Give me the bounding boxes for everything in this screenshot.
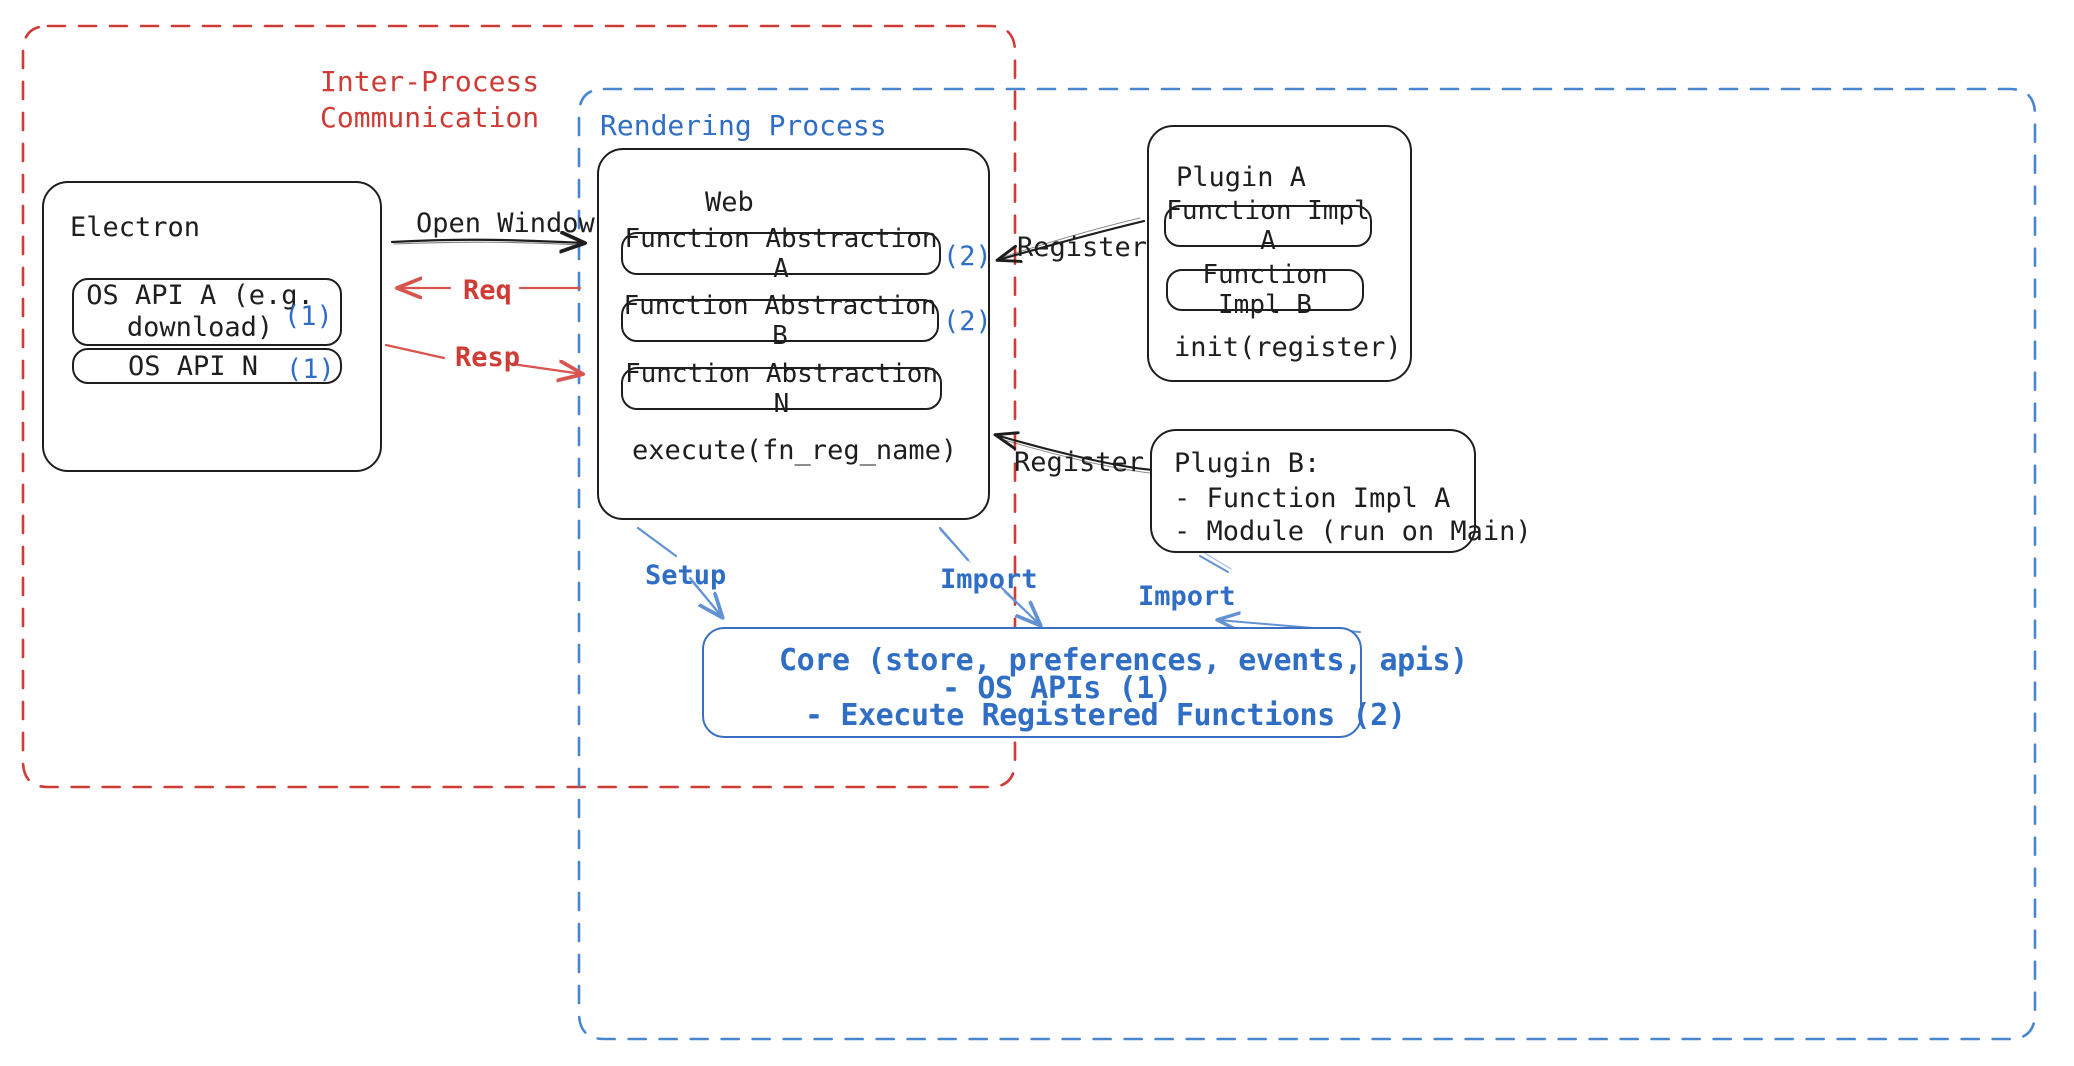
plugin-a-impl-a-box[interactable]: Function Impl A [1164, 196, 1372, 256]
os-api-a-tag: (1) [284, 301, 333, 332]
function-abstraction-a-tag: (2) [943, 241, 992, 272]
web-title: Web [705, 187, 754, 218]
os-api-n-label: OS API N [127, 350, 259, 382]
plugin-a-impl-b-box[interactable]: Function Impl B [1166, 260, 1364, 320]
rendering-process-label: Rendering Process [600, 109, 887, 142]
function-abstraction-n-box[interactable]: Function Abstraction N [621, 359, 942, 419]
import-plugin-label: Import [1138, 581, 1236, 612]
os-api-a-box[interactable]: OS API A (e.g. download) [72, 278, 342, 346]
plugin-a-box[interactable]: Plugin A [1147, 125, 1412, 382]
plugin-a-impl-a-label: Function Impl A [1166, 196, 1370, 256]
execute-label: execute(fn_reg_name) [632, 435, 958, 466]
resp-label: Resp [455, 342, 521, 373]
plugin-a-title: Plugin A [1176, 162, 1307, 193]
function-abstraction-b-label: Function Abstraction B [623, 290, 937, 351]
os-api-n-tag: (1) [286, 354, 335, 385]
req-label: Req [463, 275, 512, 306]
function-abstraction-b-tag: (2) [943, 306, 992, 337]
resp-arrow [384, 343, 446, 360]
plugin-b-line-2: - Module (run on Main) [1174, 516, 1532, 547]
plugin-b-line-0: Plugin B: [1174, 448, 1321, 479]
register-b-label: Register [1014, 447, 1145, 478]
register-a-label: Register [1017, 232, 1148, 263]
core-box[interactable] [702, 627, 1362, 738]
core-line-1: - OS APIs (1) [942, 671, 1172, 706]
function-abstraction-n-label: Function Abstraction N [624, 358, 939, 419]
setup-arrow [636, 526, 678, 558]
plugin-b-box[interactable] [1150, 429, 1476, 553]
electron-title: Electron [70, 212, 201, 243]
os-api-n-box[interactable]: OS API N [72, 348, 342, 384]
os-api-a-label: OS API A (e.g. download) [86, 280, 314, 343]
setup-label: Setup [645, 560, 727, 591]
import-web-label: Import [940, 564, 1038, 595]
function-abstraction-b-box[interactable]: Function Abstraction B [621, 291, 939, 351]
plugin-a-impl-b-label: Function Impl B [1202, 260, 1328, 320]
open-window-label: Open Window [416, 208, 595, 239]
import-web-arrow [938, 526, 970, 562]
core-line-0: Core (store, preferences, events, apis) [779, 643, 1468, 678]
ipc-boundary-label: Inter-Process Communication [320, 65, 540, 134]
function-abstraction-a-label: Function Abstraction A [624, 223, 938, 284]
function-abstraction-a-box[interactable]: Function Abstraction A [621, 224, 941, 284]
plugin-a-init-label: init(register) [1174, 332, 1402, 363]
plugin-b-line-1: - Function Impl A [1174, 483, 1451, 514]
core-line-2: - Execute Registered Functions (2) [805, 698, 1406, 733]
import-plugin-arrow [1199, 555, 1229, 573]
